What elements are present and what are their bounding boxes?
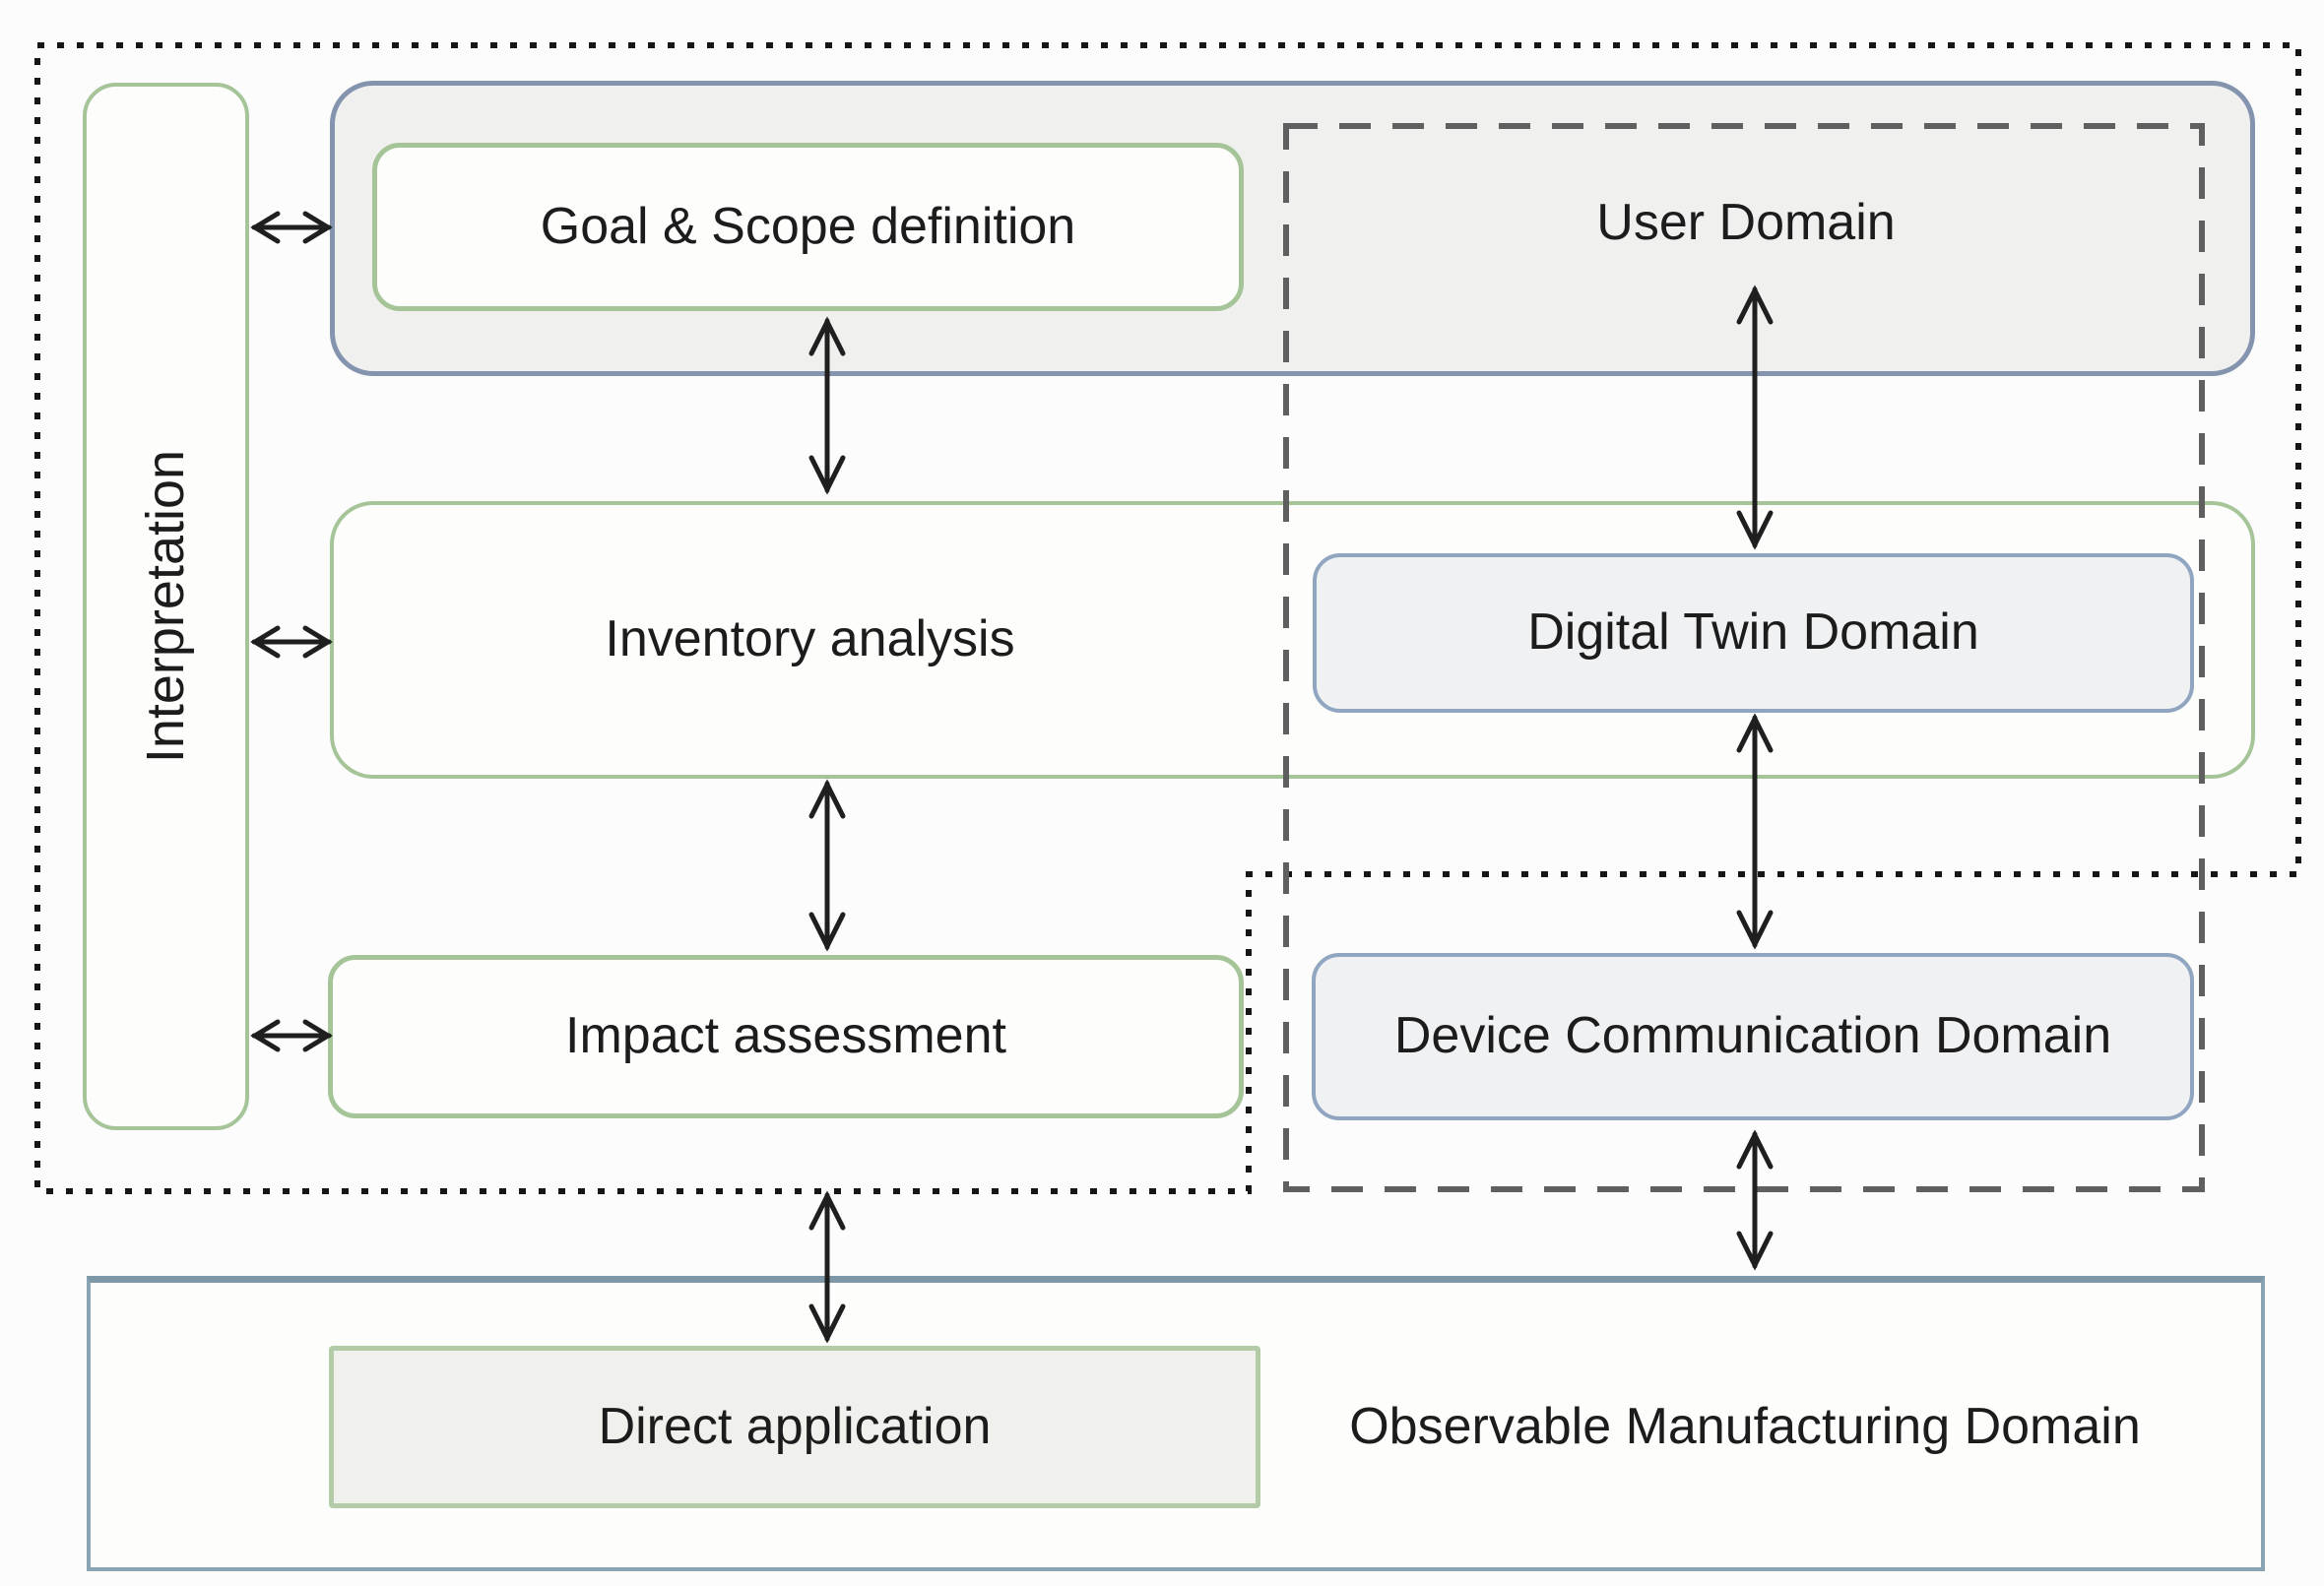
goal-scope-box: Goal & Scope definition [372,143,1244,311]
user-domain-text: User Domain [1596,194,1896,252]
inventory-analysis-label: Inventory analysis [605,610,1015,668]
arrow-inventory-impact [808,779,846,952]
arrow-interpretation-goal [250,211,333,244]
interpretation-box: Interpretation [83,83,249,1130]
inventory-analysis-label-area: Inventory analysis [330,501,1290,779]
direct-application-box: Direct application [329,1346,1260,1508]
digital-twin-domain-box: Digital Twin Domain [1313,553,2194,713]
goal-scope-label: Goal & Scope definition [540,197,1076,255]
device-communication-domain-box: Device Communication Domain [1312,953,2194,1120]
observable-manufacturing-domain-label: Observable Manufacturing Domain [1349,1398,2141,1456]
observable-manufacturing-domain-label-area: Observable Manufacturing Domain [1292,1378,2198,1477]
impact-assessment-box: Impact assessment [328,955,1244,1118]
arrow-interpretation-inventory [250,625,333,659]
device-communication-domain-label: Device Communication Domain [1393,1007,2112,1065]
arrow-interpretation-impact [250,1019,333,1052]
direct-application-label: Direct application [598,1397,992,1455]
user-domain-label: User Domain [1460,189,2032,258]
interpretation-label: Interpretation [136,449,196,764]
arrow-devicecomm-manufacturing [1736,1129,1774,1271]
impact-assessment-label: Impact assessment [565,1007,1006,1065]
digital-twin-domain-label: Digital Twin Domain [1527,603,1979,662]
